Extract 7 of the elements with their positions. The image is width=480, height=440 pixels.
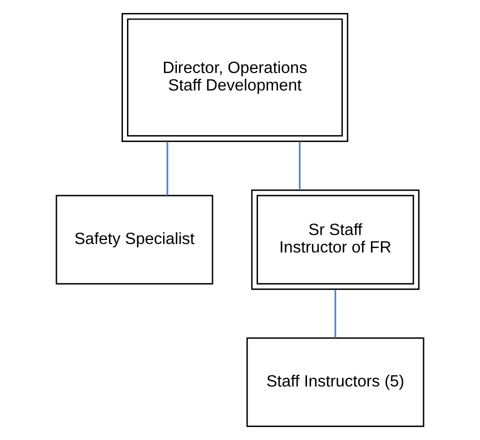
node-box: Safety Specialist bbox=[56, 194, 214, 284]
node-box: Staff Instructors (5) bbox=[246, 337, 424, 427]
node-box: Director, Operations Staff Development bbox=[122, 13, 348, 142]
connector bbox=[334, 290, 336, 338]
connector bbox=[166, 142, 168, 196]
node-box: Sr Staff Instructor of FR bbox=[251, 189, 420, 290]
connector bbox=[298, 142, 301, 190]
